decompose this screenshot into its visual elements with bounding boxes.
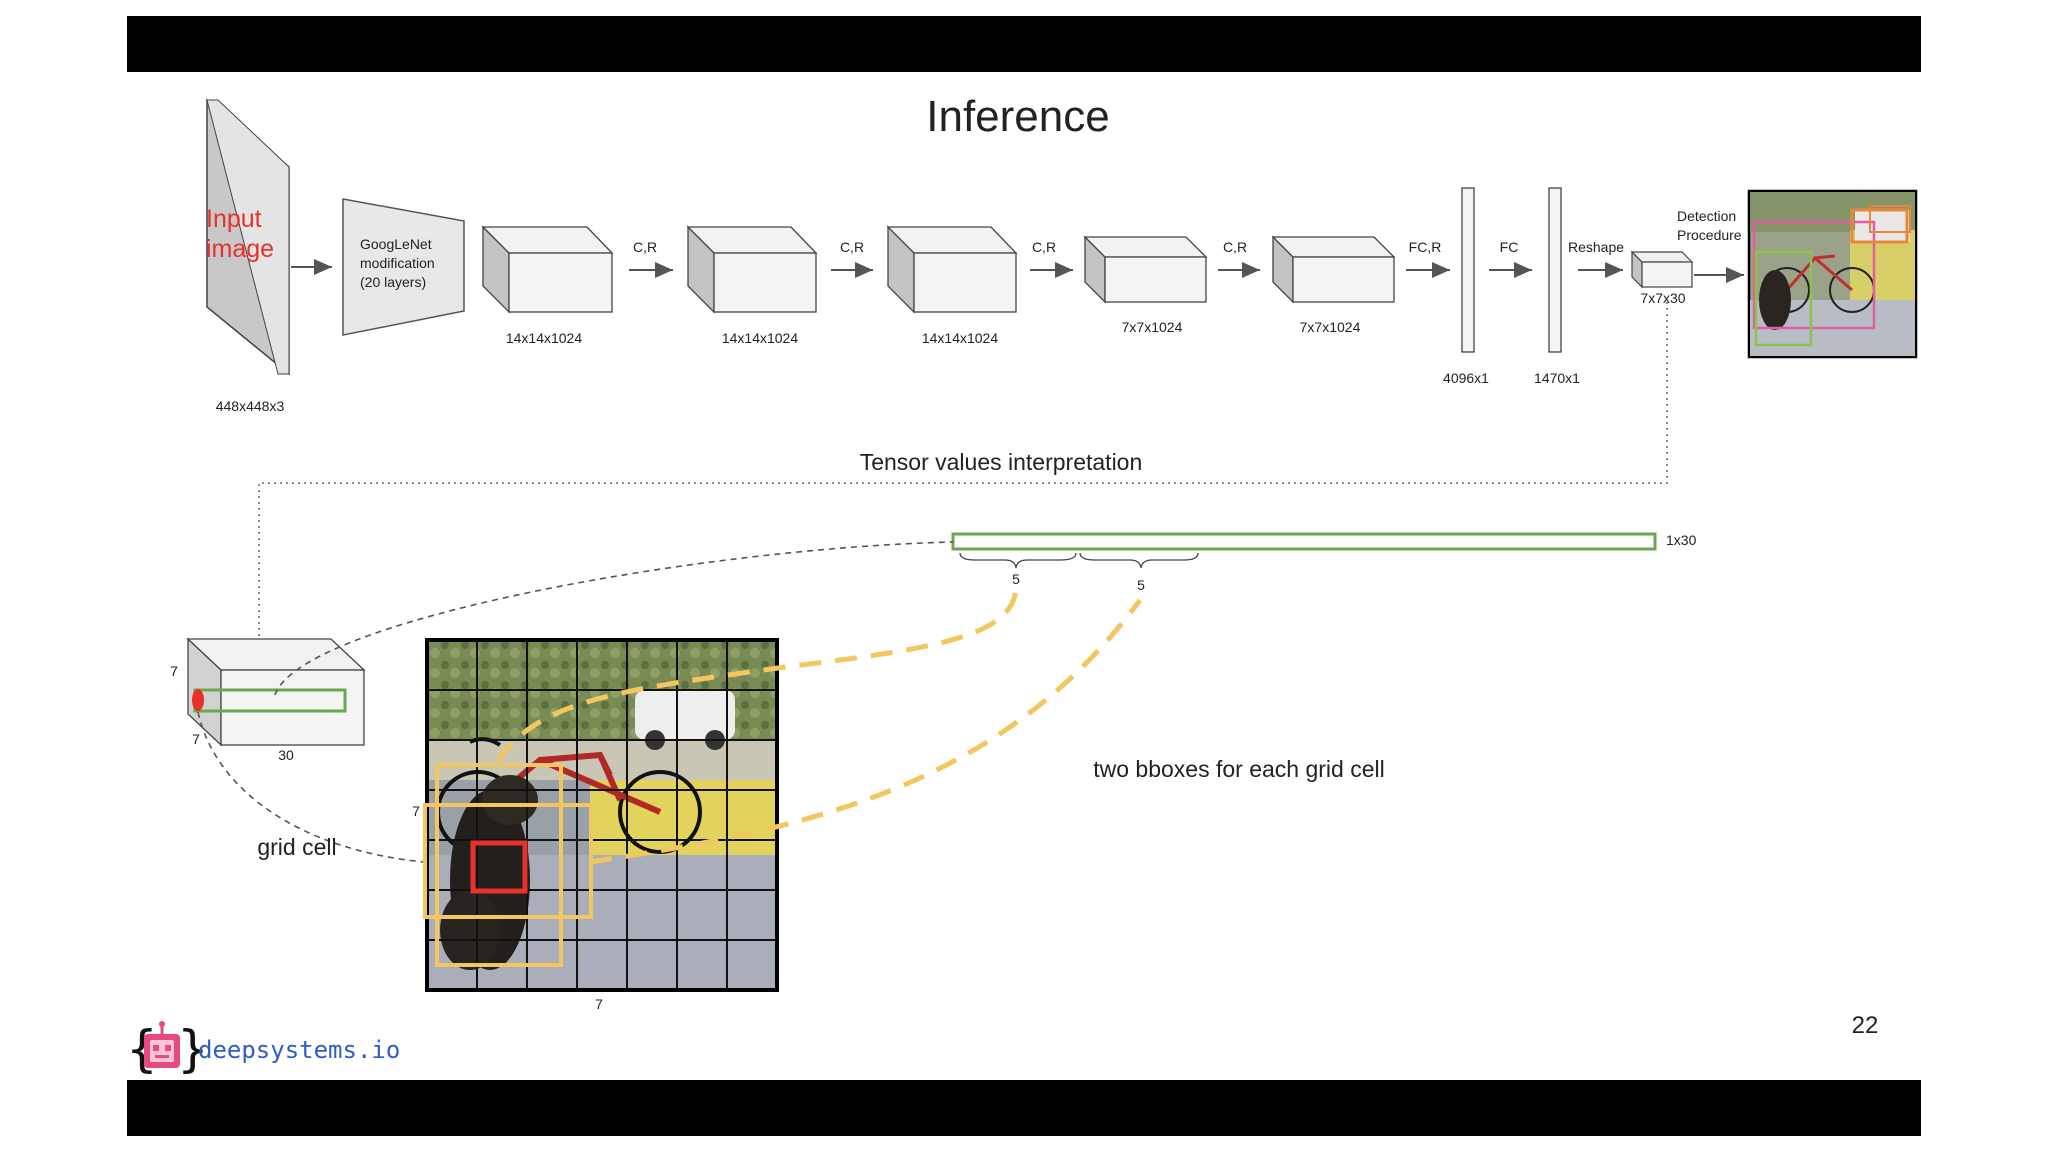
input-label-line2: image <box>206 235 274 263</box>
brace-1 <box>959 552 1077 569</box>
vector-1x30 <box>951 532 1657 551</box>
conv-block-1 <box>481 225 614 314</box>
grid-photo <box>423 638 779 992</box>
block-4-dim: 7x7x1024 <box>1122 319 1183 335</box>
block-3-dim: 14x14x1024 <box>922 330 999 346</box>
top-letterbox-bar <box>127 16 1921 72</box>
op-label-3: C,R <box>1032 239 1056 255</box>
fc1-dim: 4096x1 <box>1443 370 1489 386</box>
conv-block-2 <box>686 225 818 314</box>
conv-block-3 <box>886 225 1018 314</box>
grid-left-label: 7 <box>412 803 420 819</box>
detection-line2: Procedure <box>1677 227 1742 243</box>
input-image-slab <box>206 98 290 376</box>
op-label-4: C,R <box>1223 239 1247 255</box>
op-label-7: Reshape <box>1568 239 1624 255</box>
fc-layer-1470 <box>1548 187 1562 353</box>
bbox-curve-2 <box>589 598 1143 865</box>
brace-2 <box>1079 552 1199 569</box>
conv-block-5 <box>1271 235 1396 304</box>
op-label-6: FC <box>1500 239 1519 255</box>
svg-text:}: } <box>177 1020 209 1078</box>
bottom-letterbox-bar <box>127 1080 1921 1136</box>
slide-title: Inference <box>926 92 1109 141</box>
robot-logo-icon: { } <box>126 1020 209 1078</box>
block-2-dim: 14x14x1024 <box>722 330 799 346</box>
detection-result-image <box>1747 189 1918 359</box>
brand-name: deepsystems.io <box>198 1036 400 1064</box>
op-label-5: FC,R <box>1409 239 1442 255</box>
bbox-caption: two bboxes for each grid cell <box>1093 756 1385 782</box>
dashed-link-vector <box>274 541 954 696</box>
grid-bottom-label: 7 <box>595 996 603 1012</box>
input-label-line1: Input <box>206 205 262 233</box>
googlenet-line2: modification <box>360 255 435 271</box>
cube-height-label: 7 <box>170 663 178 679</box>
page-number: 22 <box>1852 1012 1879 1039</box>
brace-1-label: 5 <box>1012 571 1020 587</box>
brace-2-label: 5 <box>1137 577 1145 593</box>
conv-block-4 <box>1083 235 1208 304</box>
dashed-link-grid-cell <box>197 711 425 863</box>
input-dim-label: 448x448x3 <box>216 398 285 414</box>
dotted-connector <box>258 302 1668 640</box>
googlenet-line3: (20 layers) <box>360 274 426 290</box>
block-1-dim: 14x14x1024 <box>506 330 583 346</box>
output-tensor-7x7x30 <box>1630 250 1694 289</box>
tensor-dim-label: 7x7x30 <box>1640 290 1685 306</box>
block-5-dim: 7x7x1024 <box>1300 319 1361 335</box>
fc2-dim: 1470x1 <box>1534 370 1580 386</box>
cube-width-label: 7 <box>192 731 200 747</box>
googlenet-block <box>342 198 465 336</box>
interpretation-heading: Tensor values interpretation <box>860 449 1143 475</box>
googlenet-line1: GoogLeNet <box>360 236 432 252</box>
cube-depth-label: 30 <box>278 747 294 763</box>
op-label-1: C,R <box>633 239 657 255</box>
tensor-cube <box>186 637 366 747</box>
op-label-2: C,R <box>840 239 864 255</box>
fc-layer-4096 <box>1461 187 1475 353</box>
bbox-curve-1 <box>495 589 1019 762</box>
vector-label: 1x30 <box>1666 532 1697 548</box>
detection-line1: Detection <box>1677 208 1736 224</box>
grid-cell-label: grid cell <box>257 834 336 860</box>
